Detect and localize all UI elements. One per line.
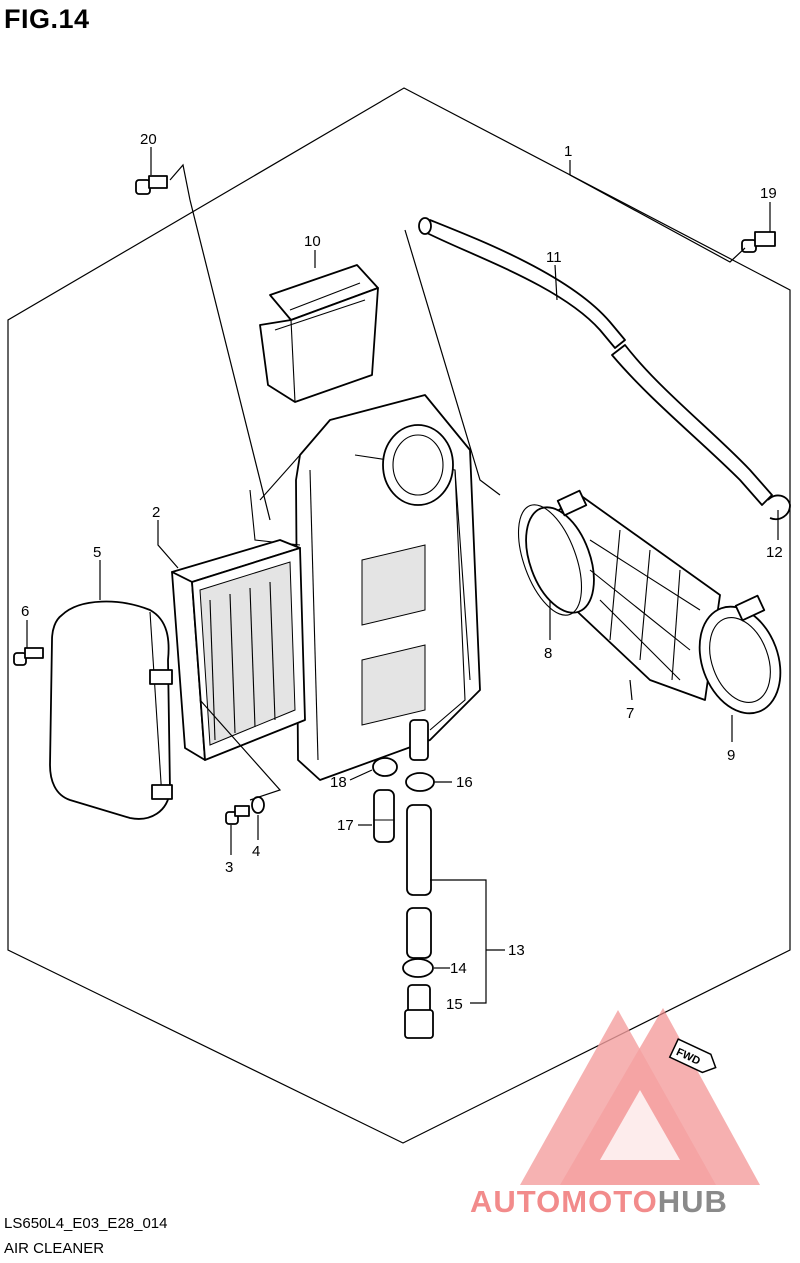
drawing-code: LS650L4_E03_E28_014 bbox=[4, 1215, 168, 1232]
assembly-outline bbox=[7, 87, 791, 1144]
watermark-text-part2: HUB bbox=[658, 1184, 728, 1219]
part-17-plug bbox=[373, 789, 395, 843]
part-15-drain-plug bbox=[404, 984, 434, 1039]
callout-14: 14 bbox=[450, 960, 467, 977]
callout-7: 7 bbox=[626, 705, 634, 722]
watermark-text-part1: AUTOMOTO bbox=[470, 1184, 658, 1219]
callout-17: 17 bbox=[337, 817, 354, 834]
part-14-clip bbox=[402, 958, 434, 978]
part-19-bolt bbox=[741, 231, 776, 253]
part-6-screw bbox=[13, 647, 44, 666]
callout-6: 6 bbox=[21, 603, 29, 620]
callout-19: 19 bbox=[760, 185, 777, 202]
figure-title: FIG.14 bbox=[4, 4, 90, 34]
part-7-intake-boot bbox=[525, 494, 721, 701]
part-12-hose-clip bbox=[767, 494, 791, 520]
part-3-screw bbox=[225, 805, 250, 825]
callout-2: 2 bbox=[152, 504, 160, 521]
part-11-breather-hose bbox=[418, 217, 773, 506]
fwd-direction-arrow: FWD bbox=[668, 1038, 717, 1074]
callout-18: 18 bbox=[330, 774, 347, 791]
part-2-filter-element bbox=[171, 539, 306, 761]
callout-9: 9 bbox=[727, 747, 735, 764]
part-16-clip bbox=[405, 772, 435, 792]
watermark-logo bbox=[520, 1008, 760, 1185]
part-10-intake-duct bbox=[259, 264, 379, 403]
part-18-clip bbox=[372, 757, 398, 777]
assembly-name: AIR CLEANER bbox=[4, 1240, 105, 1257]
callout-5: 5 bbox=[93, 544, 101, 561]
watermark-text: AUTOMOTOHUB bbox=[470, 1184, 728, 1219]
callout-20: 20 bbox=[140, 131, 157, 148]
callout-16: 16 bbox=[456, 774, 473, 791]
callout-13: 13 bbox=[508, 942, 525, 959]
callout-4: 4 bbox=[252, 843, 260, 860]
part-4-washer bbox=[251, 796, 265, 814]
callout-10: 10 bbox=[304, 233, 321, 250]
part-8-clamp bbox=[517, 489, 588, 616]
part-13-drain-hose bbox=[406, 804, 432, 959]
leader-lines bbox=[26, 147, 779, 1004]
part-5-cleaner-cover bbox=[49, 600, 173, 820]
callout-15: 15 bbox=[446, 996, 463, 1013]
callout-12: 12 bbox=[766, 544, 783, 561]
callout-3: 3 bbox=[225, 859, 233, 876]
callout-1: 1 bbox=[564, 143, 572, 160]
callout-11: 11 bbox=[546, 249, 562, 266]
part-9-clamp bbox=[698, 594, 782, 715]
air-cleaner-case bbox=[249, 394, 481, 781]
callout-8: 8 bbox=[544, 645, 552, 662]
part-20-bolt bbox=[135, 175, 168, 195]
